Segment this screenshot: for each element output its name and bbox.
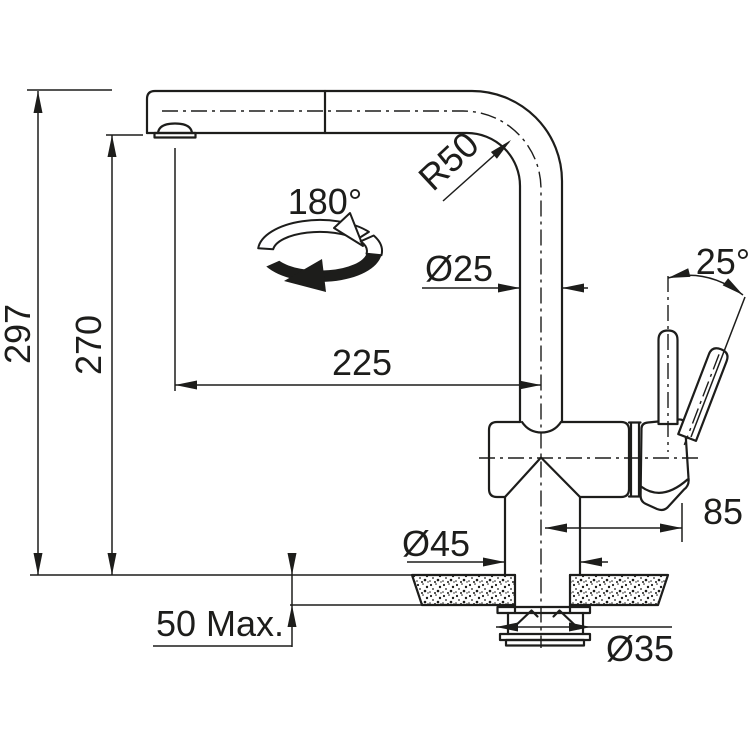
dim-180-label: 180° (288, 181, 362, 222)
dimension-spout-diameter: Ø25 (422, 248, 588, 293)
dim-50max-label: 50 Max. (156, 603, 284, 644)
dim-85-label: 85 (703, 491, 743, 532)
dimension-spout-clearance: 270 (68, 134, 143, 575)
dim-d45-label: Ø45 (402, 523, 470, 564)
mounting-washer (496, 605, 592, 615)
dimension-counter-thickness: 50 Max. (30, 553, 422, 647)
dimension-total-height: 297 (0, 89, 112, 575)
dim-d35-label: Ø35 (606, 628, 674, 669)
dimension-hole-diameter: Ø35 (496, 622, 674, 669)
flange-plate-1 (498, 632, 592, 642)
handle-assembly (639, 329, 729, 512)
valve-funnel-lines (503, 456, 582, 499)
dimension-handle-offset: 85 (545, 491, 743, 542)
base-column (503, 495, 582, 577)
dim-25deg-label: 25° (696, 241, 750, 282)
dimension-spout-reach: 225 (174, 148, 541, 391)
dim-297-label: 297 (0, 304, 38, 364)
dim-270-label: 270 (68, 315, 109, 375)
handle-lever-tilted (677, 347, 729, 446)
dim-225-label: 225 (332, 342, 392, 383)
rotation-180-icon (257, 212, 383, 292)
dimension-handle-angle: 25° (667, 241, 750, 438)
faucet-body-outline (145, 89, 642, 577)
dim-d25-label: Ø25 (425, 248, 493, 289)
handle-joint-ring (627, 421, 642, 498)
dimension-swivel-angle: 180° (288, 181, 362, 222)
aerator-outline (153, 131, 197, 139)
dimension-bend-radius: R50 (410, 123, 511, 202)
flange-plate-2 (504, 638, 586, 647)
dimension-base-diameter: Ø45 (402, 523, 608, 567)
centerlines (162, 110, 703, 648)
